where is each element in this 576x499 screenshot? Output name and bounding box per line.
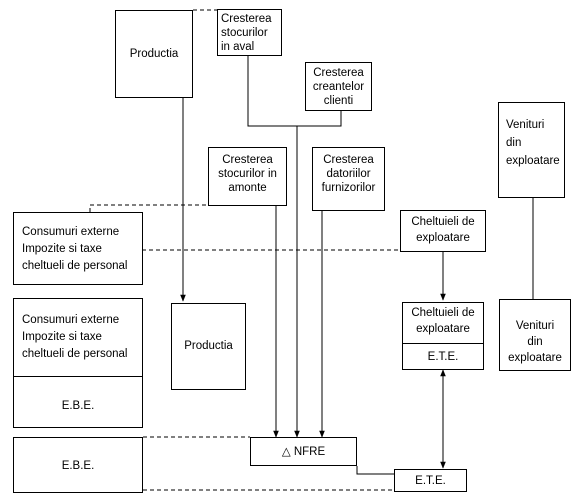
venituri-top-l1: Venituri bbox=[506, 119, 545, 131]
cheltuieli-top-box: Cheltuieli de exploatare bbox=[400, 210, 486, 252]
productia-mid-label: Productia bbox=[184, 340, 233, 352]
crest-datorii-box: Cresterea datoriilor furnizorilor bbox=[312, 147, 385, 211]
crest-datorii-l2: datoriilor bbox=[326, 168, 371, 180]
venituri-mid-l1: Venituri bbox=[515, 320, 555, 332]
cheltuieli-mid-l1: Cheltuieli de bbox=[411, 307, 475, 319]
crest-datorii-l3: furnizorilor bbox=[321, 182, 376, 194]
dash-consum-amonte bbox=[89, 204, 208, 212]
cheltuieli-top-l1: Cheltuieli de bbox=[411, 216, 475, 228]
crest-stoc-aval-l2: stocurilor bbox=[221, 27, 268, 39]
crest-creante-l3: clienti bbox=[323, 95, 354, 107]
productia-mid-box: Productia bbox=[171, 303, 246, 390]
ete-mid-label: E.T.E. bbox=[427, 351, 459, 363]
costs-mid-l3: cheltueli de personal bbox=[22, 348, 128, 360]
nfre-ete-connector bbox=[356, 466, 394, 475]
crest-stoc-amonte-box: Cresterea stocurilor in amonte bbox=[208, 147, 287, 206]
ebe-bottom-label: E.B.E. bbox=[61, 460, 95, 472]
venituri-top-box: Venituri din exploatare bbox=[498, 102, 565, 198]
crest-stoc-amonte-l2: stocurilor in bbox=[218, 168, 277, 180]
crest-stoc-aval-l1: Cresterea bbox=[221, 13, 272, 25]
costs-mid-l1: Consumuri externe bbox=[22, 314, 120, 326]
ete-bottom-label: E.T.E. bbox=[415, 475, 446, 487]
crest-stoc-amonte-l1: Cresterea bbox=[222, 154, 273, 166]
aval-bracket bbox=[247, 56, 342, 127]
costs-top-l1: Consumuri externe bbox=[22, 226, 120, 238]
productia-top-label: Productia bbox=[129, 48, 179, 60]
costs-top-box: Consumuri externe Impozite si taxe chelt… bbox=[13, 212, 143, 285]
nfre-box: △ NFRE bbox=[250, 437, 357, 466]
crest-stoc-aval-l3: in aval bbox=[221, 41, 255, 53]
costs-mid-l2: Impozite si taxe bbox=[22, 331, 102, 343]
venituri-mid-l2: din bbox=[527, 336, 543, 348]
crest-creante-box: Cresterea creantelor clienti bbox=[305, 62, 372, 111]
cheltuieli-mid-l2: exploatare bbox=[416, 323, 470, 335]
cheltuieli-mid-box: Cheltuieli de exploatare bbox=[402, 302, 484, 344]
ebe-mid-box: E.B.E. bbox=[13, 376, 143, 428]
crest-creante-l2: creantelor bbox=[312, 81, 365, 93]
costs-top-l2: Impozite si taxe bbox=[22, 243, 102, 255]
nfre-label: △ NFRE bbox=[281, 446, 326, 458]
crest-creante-l1: Cresterea bbox=[313, 67, 364, 79]
ebe-mid-label: E.B.E. bbox=[61, 400, 95, 412]
cheltuieli-top-l2: exploatare bbox=[416, 232, 470, 244]
venituri-top-l3: exploatare bbox=[506, 155, 560, 167]
venituri-mid-box: Venituri din exploatare bbox=[499, 299, 571, 371]
costs-top-l3: cheltueli de personal bbox=[22, 260, 128, 272]
crest-stoc-aval-box: Cresterea stocurilor in aval bbox=[217, 9, 282, 56]
crest-stoc-amonte-l3: amonte bbox=[228, 182, 267, 194]
crest-datorii-l1: Cresterea bbox=[323, 154, 374, 166]
venituri-top-l2: din bbox=[506, 137, 522, 149]
venituri-mid-l3: exploatare bbox=[508, 352, 562, 364]
productia-top-box: Productia bbox=[115, 10, 193, 98]
ete-bottom-box: E.T.E. bbox=[394, 469, 467, 492]
costs-mid-box: Consumuri externe Impozite si taxe chelt… bbox=[13, 298, 143, 377]
ete-mid-box: E.T.E. bbox=[402, 343, 484, 370]
ebe-bottom-box: E.B.E. bbox=[13, 437, 143, 493]
